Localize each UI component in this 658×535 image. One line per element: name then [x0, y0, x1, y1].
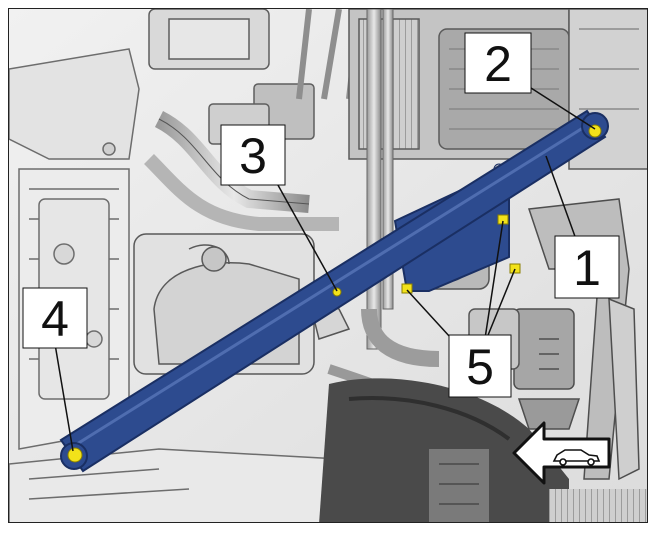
leader-5a: [483, 220, 504, 346]
leader-1: [545, 155, 578, 243]
callout-3-label: 3: [239, 128, 267, 184]
callout-5-label: 5: [466, 339, 494, 395]
leader-5b: [483, 268, 516, 346]
engine-bay-illustration: 2 3 4 1 5: [9, 9, 647, 522]
callout-1: 1: [554, 235, 620, 299]
nut-5b: [509, 263, 521, 274]
bolt-2: [588, 124, 602, 138]
car-front-arrow-icon: [512, 421, 611, 485]
leader-3: [268, 168, 338, 292]
wheel-arch: [319, 378, 647, 522]
callout-3: 3: [220, 124, 286, 186]
fasteners: [67, 124, 602, 463]
car-icon: [552, 449, 601, 466]
callout-2: 2: [464, 32, 532, 94]
leader-2: [530, 87, 596, 130]
callout-4: 4: [22, 287, 88, 349]
callout-2-label: 2: [484, 36, 512, 92]
callout-1-label: 1: [573, 240, 601, 296]
leader-4: [54, 343, 74, 452]
bolt-3: [332, 287, 342, 297]
callout-5: 5: [448, 334, 512, 398]
bolt-4: [67, 447, 83, 463]
upper-components: [144, 9, 362, 231]
illustration-frame: 2 3 4 1 5: [8, 8, 648, 523]
nut-5c: [401, 283, 413, 294]
leader-lines: [54, 87, 596, 452]
callout-4-label: 4: [41, 291, 69, 347]
